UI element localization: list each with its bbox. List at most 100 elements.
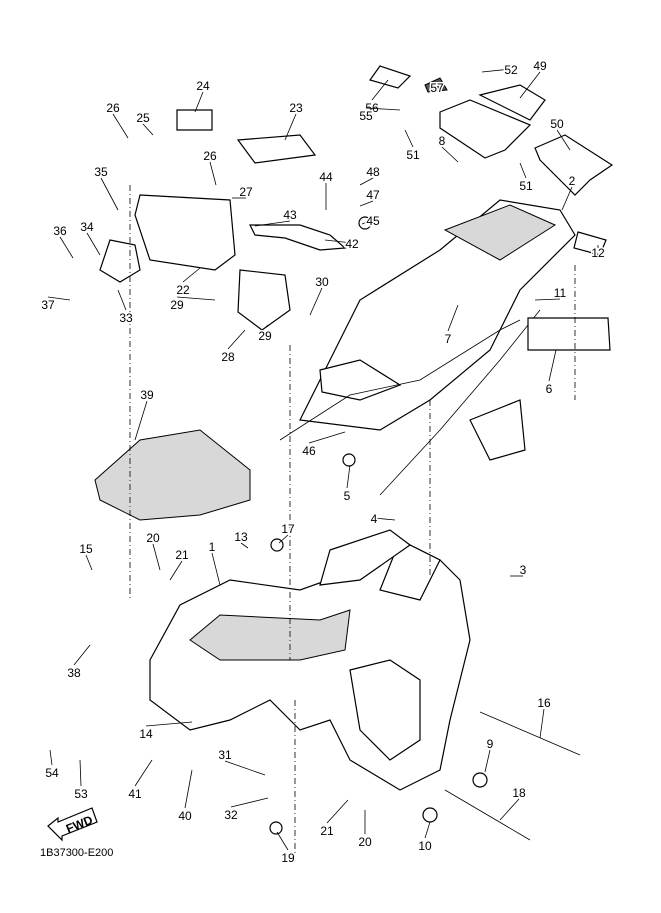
leader-line (224, 760, 266, 776)
part-number-label: 35 (94, 165, 108, 179)
leader-line (539, 708, 545, 739)
leader-line (85, 554, 93, 571)
leader-line (86, 232, 101, 256)
part-number-label: 14 (139, 727, 153, 741)
part-number-label: 47 (366, 188, 380, 202)
part-number-label: 29 (258, 329, 272, 343)
leader-line (534, 298, 561, 301)
part-number-label: 43 (283, 208, 297, 222)
leader-line (211, 552, 221, 586)
nut-5 (342, 453, 356, 467)
leader-line (134, 759, 153, 787)
part-number-label: 33 (119, 311, 133, 325)
leader-line (254, 220, 291, 227)
part-number-label: 57 (430, 81, 444, 95)
rear-frame-drawing (279, 199, 607, 496)
part-number-label: 30 (315, 275, 329, 289)
cap-9 (472, 772, 488, 788)
leader-line (365, 107, 401, 111)
part-number-label: 46 (302, 444, 316, 458)
leader-line (47, 296, 71, 301)
part-number-label: 53 (74, 787, 88, 801)
part-number-label: 9 (487, 737, 494, 751)
diagram-code: 1B37300-E200 (40, 847, 113, 859)
part-number-label: 26 (203, 149, 217, 163)
part-number-label: 42 (345, 237, 359, 251)
leader-line (441, 146, 459, 163)
part-number-label: 29 (170, 298, 184, 312)
leader-line (276, 831, 289, 851)
part-number-label: 22 (176, 283, 190, 297)
leader-line (79, 759, 82, 787)
main-frame-drawing (149, 529, 471, 791)
leader-line (152, 543, 161, 571)
leader-line (264, 324, 269, 329)
part-number-label: 26 (106, 101, 120, 115)
leader-line (117, 289, 127, 311)
leader-line (209, 161, 217, 186)
leader-line (284, 113, 297, 141)
part-number-label: 28 (221, 350, 235, 364)
part-number-label: 23 (289, 101, 303, 115)
part-number-label: 51 (519, 179, 533, 193)
leader-line (100, 177, 119, 211)
part-number-label: 24 (196, 79, 210, 93)
part-number-label: 36 (53, 224, 67, 238)
leader-line (309, 287, 323, 316)
plate-6-drawing (527, 317, 611, 351)
part-number-label: 41 (128, 787, 142, 801)
leader-line (227, 329, 246, 350)
leader-line (519, 162, 527, 179)
leader-line (112, 113, 129, 139)
nut-19 (269, 821, 283, 835)
leader-line (371, 79, 389, 101)
leader-line (359, 200, 374, 207)
part-number-label: 20 (146, 531, 160, 545)
leader-line (142, 123, 154, 136)
part-number-label: 25 (136, 111, 150, 125)
leader-line (326, 799, 349, 824)
leader-line (359, 177, 374, 186)
leader-line (481, 68, 512, 73)
leader-line (561, 186, 573, 211)
part-number-label: 5 (344, 489, 351, 503)
leader-line (49, 749, 53, 766)
leader-line (73, 644, 91, 666)
part-number-label: 54 (45, 766, 59, 780)
part-number-label: 4 (371, 512, 378, 526)
part-number-label: 11 (554, 286, 567, 300)
leader-line (278, 534, 289, 544)
part-number-label: 31 (218, 748, 232, 762)
part-number-label: 13 (234, 530, 248, 544)
leader-line (169, 560, 183, 581)
part-number-label: 21 (175, 548, 189, 562)
part-number-label: 6 (546, 382, 553, 396)
leader-line (134, 400, 148, 441)
part-number-label: 17 (281, 522, 295, 536)
part-number-label: 7 (445, 332, 452, 346)
part-number-label: 2 (569, 174, 576, 188)
part-number-label: 32 (224, 808, 238, 822)
pivot-shaft-16 (479, 711, 581, 756)
part-number-label: 44 (319, 170, 333, 184)
part-number-label: 1 (209, 540, 216, 554)
leader-line (484, 749, 491, 773)
part-number-label: 10 (418, 839, 432, 853)
tail-parts-drawing (369, 65, 614, 196)
part-number-label: 19 (281, 851, 295, 865)
part-number-label: 38 (67, 666, 81, 680)
part-number-label: 37 (41, 298, 55, 312)
part-number-label: 55 (359, 109, 373, 123)
part-number-label: 45 (366, 214, 380, 228)
cap-10 (422, 807, 438, 823)
part-number-label: 8 (439, 134, 446, 148)
leader-line (182, 267, 201, 283)
leader-line (308, 431, 346, 444)
leader-line (499, 798, 520, 821)
leader-line (404, 129, 414, 148)
leader-line (324, 239, 353, 244)
part-number-label: 15 (79, 542, 93, 556)
leader-line (519, 71, 541, 99)
